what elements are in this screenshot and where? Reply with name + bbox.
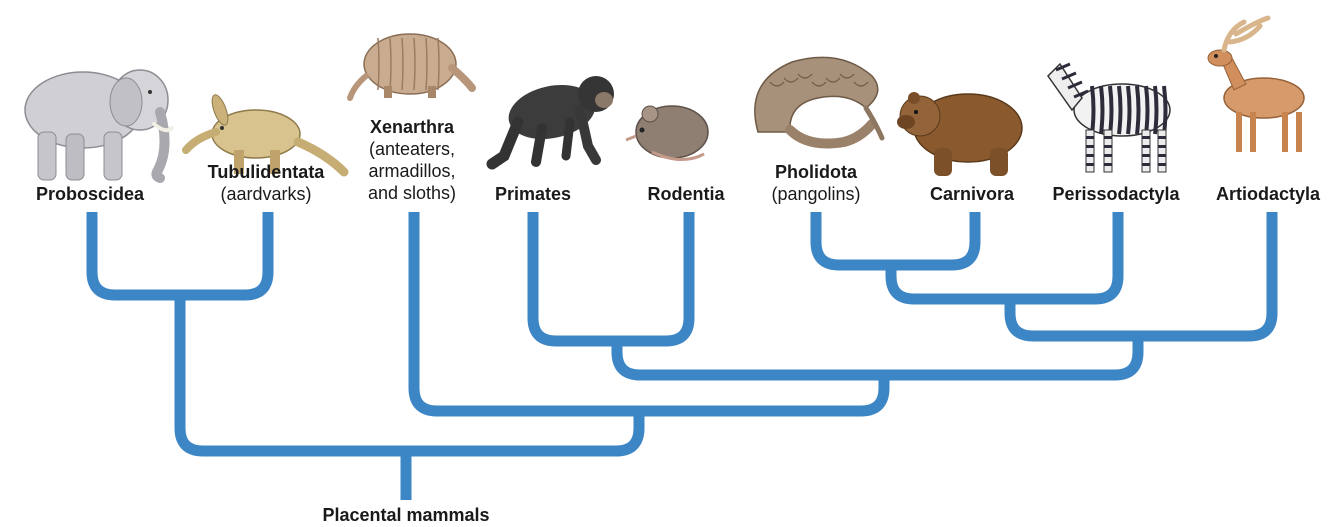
taxon-common-name: armadillos, [368, 160, 456, 182]
root-label: Placental mammals [322, 504, 489, 526]
taxon-common-name: (anteaters, [368, 138, 456, 160]
branch-laurasiatheria-core [1010, 212, 1272, 336]
zebra-illustration [1048, 64, 1170, 172]
branch-primates-laurasiatheria [617, 336, 1138, 375]
taxon-name: Proboscidea [36, 183, 144, 205]
branch-pholidota-carnivora [816, 212, 975, 265]
taxon-label-rodentia: Rodentia [647, 183, 724, 205]
taxon-name: Pholidota [771, 161, 860, 183]
taxon-name: Rodentia [647, 183, 724, 205]
branch-pholidota-carnivora-perissodactyla [891, 212, 1118, 299]
taxon-label-tubulidentata: Tubulidentata (aardvarks) [208, 161, 325, 205]
chimpanzee-illustration [492, 76, 614, 164]
taxon-name: Tubulidentata [208, 161, 325, 183]
taxon-label-xenarthra: Xenarthra (anteaters, armadillos, and sl… [368, 116, 456, 204]
bear-illustration [897, 92, 1022, 176]
rat-illustration [626, 106, 708, 160]
taxon-label-carnivora: Carnivora [930, 183, 1014, 205]
taxon-label-perissodactyla: Perissodactyla [1052, 183, 1179, 205]
pangolin-illustration [755, 57, 882, 143]
taxon-common-name: (pangolins) [771, 183, 860, 205]
branch-proboscidea-tubulidentata [92, 212, 268, 295]
taxon-label-artiodactyla: Artiodactyla [1216, 183, 1320, 205]
tree-branches [92, 212, 1272, 500]
deer-illustration [1208, 18, 1304, 152]
taxon-common-name: (aardvarks) [208, 183, 325, 205]
taxon-common-name: and sloths) [368, 182, 456, 204]
taxon-name: Artiodactyla [1216, 183, 1320, 205]
taxon-label-pholidota: Pholidota (pangolins) [771, 161, 860, 205]
animal-illustrations [25, 18, 1304, 180]
taxon-name: Perissodactyla [1052, 183, 1179, 205]
armadillo-illustration [350, 34, 472, 98]
taxon-name: Xenarthra [368, 116, 456, 138]
elephant-illustration [25, 70, 172, 180]
taxon-label-primates: Primates [495, 183, 571, 205]
taxon-label-proboscidea: Proboscidea [36, 183, 144, 205]
taxon-name: Carnivora [930, 183, 1014, 205]
branch-primates-rodentia [533, 212, 689, 341]
taxon-name: Primates [495, 183, 571, 205]
